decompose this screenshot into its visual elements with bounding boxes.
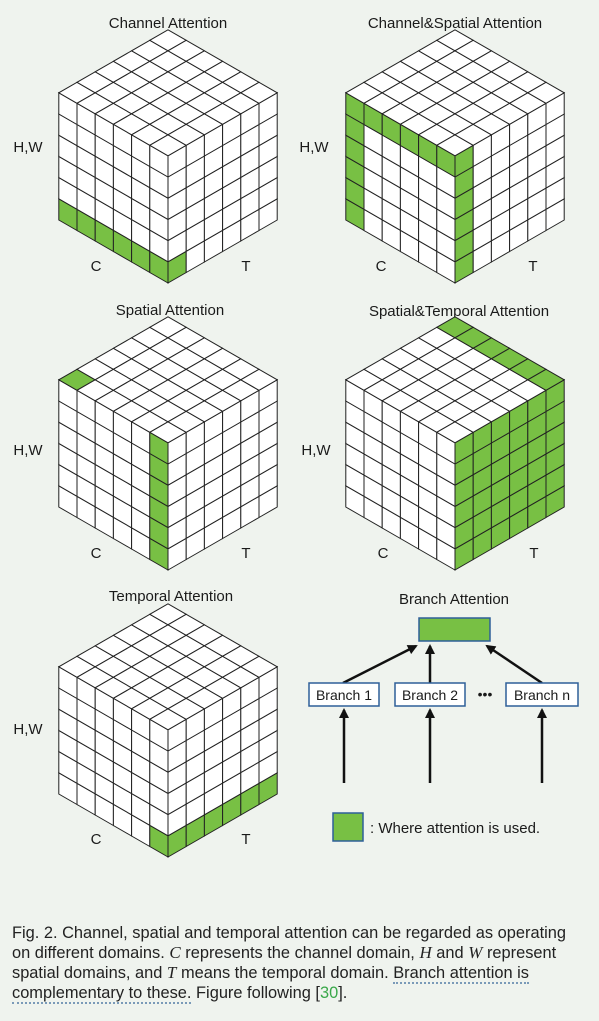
branch-2-box <box>394 682 466 707</box>
hw-axis-label: H,W <box>13 721 43 738</box>
branch-attention-block <box>418 617 491 642</box>
caption-var: T <box>166 963 177 982</box>
hw-axis-label: H,W <box>299 139 329 156</box>
t-axis-label: T <box>241 258 250 275</box>
panel-title: Temporal Attention <box>109 588 233 605</box>
cube-cell <box>239 368 279 391</box>
caption-var: H <box>419 943 432 962</box>
caption-part: ]. <box>338 984 348 1002</box>
figure-canvas: Channel Attention H,W C T Channel&Spatia… <box>13 15 579 858</box>
t-axis-label: T <box>241 545 250 562</box>
t-axis-label: T <box>529 545 538 562</box>
caption-part: Figure following [ <box>196 984 320 1002</box>
caption-part: and <box>436 944 464 962</box>
figure-caption: Fig. 2. Channel, spatial and temporal at… <box>12 923 586 1004</box>
panel-title: Channel&Spatial Attention <box>368 15 542 32</box>
branch-n-box <box>505 682 579 707</box>
caption-part: means the temporal domain. <box>180 964 389 982</box>
c-axis-label: C <box>378 545 389 562</box>
cube-cell <box>526 81 566 104</box>
panel-channel-attention: Channel Attention H,W C T <box>13 15 279 284</box>
hw-axis-label: H,W <box>301 442 331 459</box>
legend-swatch <box>332 812 364 842</box>
cube-cell <box>239 81 279 104</box>
arrow-branch-n-to-attention <box>485 644 543 685</box>
caption-var: W <box>468 943 483 962</box>
panel-title: Channel Attention <box>109 15 227 32</box>
ellipsis-dots: ••• <box>478 686 493 702</box>
hw-axis-label: H,W <box>13 442 43 459</box>
c-axis-label: C <box>376 258 387 275</box>
cube-cell <box>526 368 566 391</box>
panel-spatial-temporal-attention: Spatial&Temporal Attention H,W C T <box>301 303 566 571</box>
c-axis-label: C <box>91 831 102 848</box>
caption-var: C <box>169 943 181 962</box>
cube-cell <box>239 655 279 678</box>
citation-link[interactable]: 30 <box>319 984 339 1002</box>
attention-cube <box>344 29 566 284</box>
panel-spatial-attention: Spatial Attention H,W C T <box>13 302 279 571</box>
panel-title: Branch Attention <box>399 591 509 608</box>
legend-text: : Where attention is used. <box>370 820 540 837</box>
branch-1-box <box>308 682 380 707</box>
t-axis-label: T <box>528 258 537 275</box>
arrow-branch-1-to-attention <box>342 644 418 685</box>
panel-branch-attention: Branch Attention Branch 1 Branch 2 ••• B… <box>308 591 579 842</box>
panel-channel-spatial-attention: Channel&Spatial Attention H,W C T <box>299 15 566 284</box>
panel-title: Spatial Attention <box>116 302 224 319</box>
t-axis-label: T <box>241 831 250 848</box>
panel-temporal-attention: Temporal Attention H,W C T <box>13 588 279 858</box>
caption-part: represent spatial domains, and <box>12 944 557 982</box>
caption-underlined: Branch attention is complementary to the… <box>12 964 529 1004</box>
c-axis-label: C <box>91 545 102 562</box>
caption-part: Fig. 2. Channel, spatial and temporal at… <box>12 924 567 962</box>
caption-part: represents the channel domain, <box>185 944 415 962</box>
attention-cube <box>57 603 279 858</box>
attention-cube <box>344 316 566 571</box>
branch-1-label: Branch 1 <box>316 687 372 703</box>
attention-cube <box>57 29 279 284</box>
branch-2-label: Branch 2 <box>402 687 458 703</box>
c-axis-label: C <box>91 258 102 275</box>
branch-n-label: Branch n <box>514 687 570 703</box>
hw-axis-label: H,W <box>13 139 43 156</box>
attention-cube <box>57 316 279 571</box>
panel-title: Spatial&Temporal Attention <box>369 303 549 320</box>
